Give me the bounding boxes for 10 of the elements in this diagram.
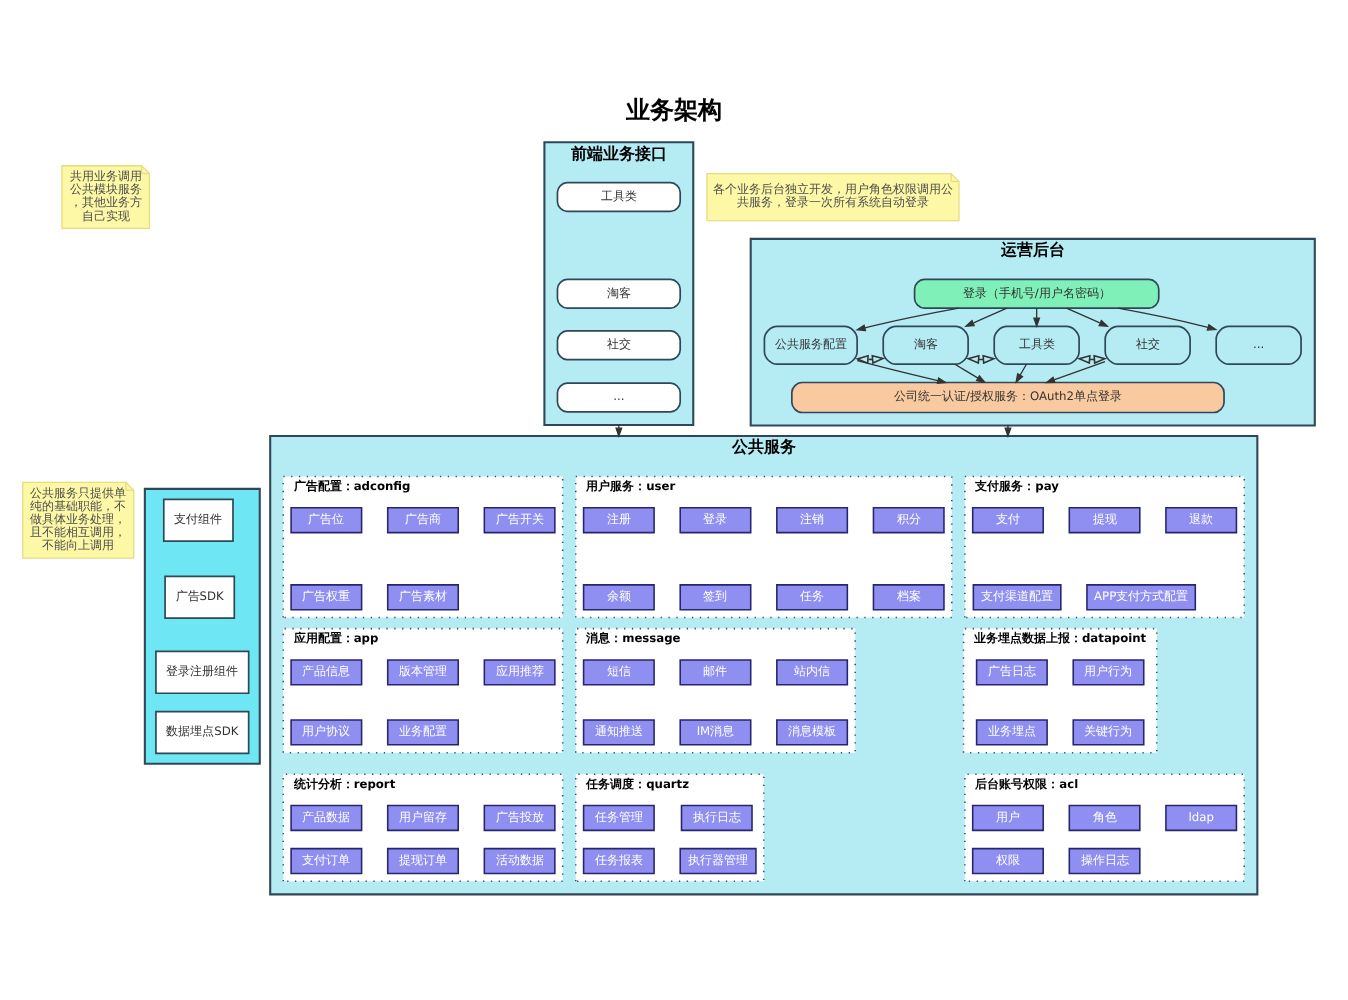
arrow (1004, 424, 1012, 438)
arrow (1044, 361, 1106, 384)
arrow (964, 307, 1008, 327)
arrow (954, 363, 987, 384)
cluster (143, 487, 261, 765)
arrow (855, 307, 960, 332)
arrow (1117, 307, 1218, 331)
diagram-title: 业务架构 (626, 95, 723, 124)
arrow (1065, 307, 1110, 327)
arrow (1015, 363, 1027, 384)
